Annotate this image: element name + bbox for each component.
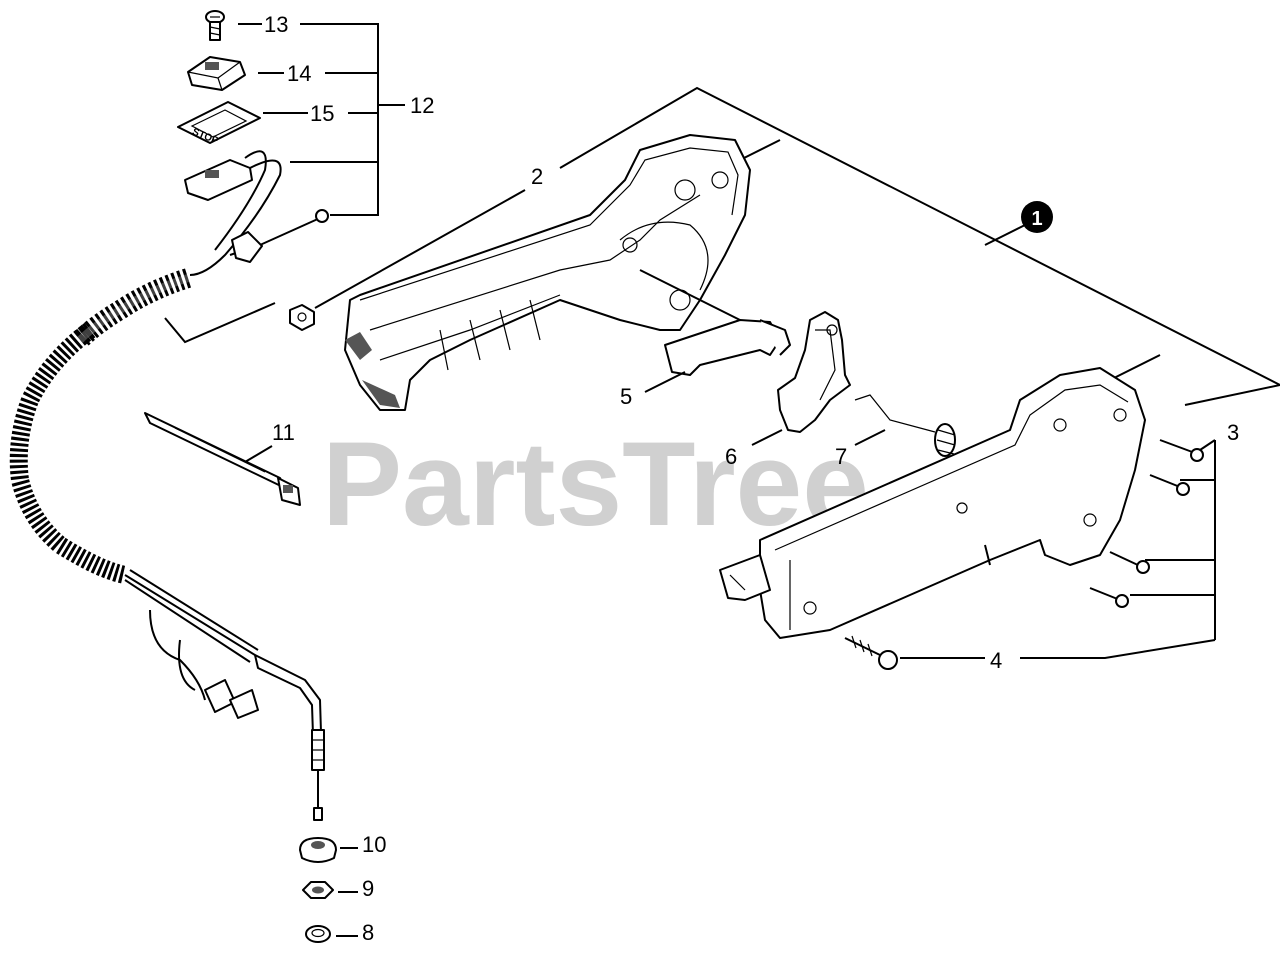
throttle-trigger[interactable] xyxy=(664,319,791,376)
leader-6 xyxy=(751,429,783,446)
switch-wires xyxy=(189,150,329,276)
hex-nut-small[interactable] xyxy=(289,304,315,331)
coiled-cable[interactable] xyxy=(9,268,192,584)
callout-7[interactable]: 7 xyxy=(835,444,847,469)
handle-half-left[interactable] xyxy=(344,134,761,411)
kit-bracket-bottom xyxy=(164,302,276,344)
torsion-spring[interactable] xyxy=(854,394,956,457)
callout-6[interactable]: 6 xyxy=(725,444,737,469)
kit-bracket-lines xyxy=(238,23,405,216)
screw-13[interactable] xyxy=(205,10,225,41)
stop-switch[interactable] xyxy=(184,159,253,201)
leader-5 xyxy=(644,371,686,393)
switch-block-14[interactable] xyxy=(187,56,246,91)
hex-nut-9[interactable] xyxy=(302,881,334,899)
callout-4[interactable]: 4 xyxy=(990,648,1002,673)
cable-tie-11[interactable] xyxy=(144,412,301,506)
callout-8[interactable]: 8 xyxy=(362,920,374,945)
callout-11[interactable]: 11 xyxy=(272,420,295,445)
callout-10[interactable]: 10 xyxy=(362,832,386,857)
screw-3a[interactable] xyxy=(1159,439,1204,462)
callout-13[interactable]: 13 xyxy=(264,12,288,37)
callout-2[interactable]: 2 xyxy=(531,164,543,189)
callout-9[interactable]: 9 xyxy=(362,876,374,901)
screw-4[interactable] xyxy=(844,635,898,670)
flange-nut-10[interactable] xyxy=(299,837,337,863)
callout-5[interactable]: 5 xyxy=(620,384,632,409)
screw-3b[interactable] xyxy=(1149,474,1190,496)
throttle-lockout[interactable] xyxy=(777,311,851,433)
callout-1-label: 1 xyxy=(1031,208,1042,230)
watermark: PartsTree xyxy=(322,417,869,551)
cable-wires xyxy=(124,569,325,821)
callout-15[interactable]: 15 xyxy=(310,101,334,126)
callout-14[interactable]: 14 xyxy=(287,61,311,86)
leader-2 xyxy=(314,189,526,309)
leader-11 xyxy=(244,445,273,463)
leader-7 xyxy=(854,429,886,446)
washer-8[interactable] xyxy=(305,925,331,943)
callout-3[interactable]: 3 xyxy=(1227,420,1239,445)
callout-1[interactable]: 1 xyxy=(1021,201,1053,233)
callout-12[interactable]: 12 xyxy=(410,93,434,118)
screw-3d[interactable] xyxy=(1089,587,1129,608)
stop-plate-15[interactable]: STOP xyxy=(177,101,261,147)
handle-half-right[interactable] xyxy=(719,367,1146,639)
screw-3c[interactable] xyxy=(1109,551,1150,574)
assembly-bracket-lines xyxy=(559,86,1280,659)
